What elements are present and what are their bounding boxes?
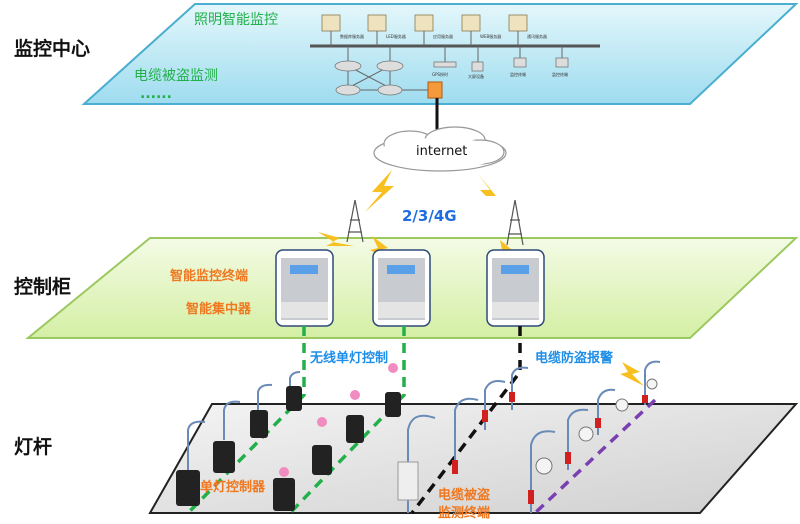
purple-link — [533, 398, 657, 515]
cable-terminal-label-1: 电缆被盗 — [438, 488, 491, 503]
lighting-monitor-label: 照明智能监控 — [194, 12, 278, 28]
more-label: ...... — [140, 86, 172, 102]
camera-icons — [535, 378, 658, 475]
field-platform — [148, 403, 799, 514]
street-poles — [187, 360, 661, 513]
device-label: 监控终端 — [510, 72, 526, 77]
cable-theft-terminal-icon — [397, 461, 419, 501]
server-label: 应用服务器 — [433, 34, 453, 39]
tier-label-pole: 灯杆 — [14, 436, 53, 458]
wireless-control-label: 无线单灯控制 — [310, 351, 389, 366]
device-label: GPS授时 — [432, 72, 449, 77]
cable-alarm-label: 电缆防盗报警 — [535, 351, 614, 366]
lotus-lamp-icons — [279, 363, 398, 477]
device-label: 大屏设备 — [468, 74, 484, 79]
cell-tower-icons — [346, 199, 524, 246]
internet-label: internet — [416, 144, 468, 159]
center-platform — [81, 3, 799, 105]
cable-monitor-label: 电缆被盗监测 — [134, 68, 218, 84]
cable-sensors — [452, 392, 648, 504]
server-label: 数据库服务器 — [340, 34, 364, 39]
server-network — [310, 14, 600, 99]
green-link-1 — [186, 326, 306, 515]
device-label: 监控终端 — [552, 72, 568, 77]
server-label: 通讯服务器 — [527, 34, 547, 39]
single-controller-label: 单灯控制器 — [200, 480, 266, 495]
single-light-controller-icons — [176, 386, 401, 511]
wireless-label: 2/3/4G — [402, 207, 457, 225]
server-label: LED服务器 — [386, 34, 406, 39]
controller-devices — [275, 249, 545, 327]
server-label: WEB服务器 — [480, 34, 502, 39]
firewall-icon — [427, 81, 443, 99]
tier-label-center: 监控中心 — [14, 38, 91, 60]
tier-label-cabinet: 控制柜 — [14, 276, 72, 298]
concentrator-label: 智能集中器 — [186, 302, 252, 317]
cable-terminal-label-2: 监测终端 — [438, 506, 491, 521]
terminal-label: 智能监控终端 — [170, 269, 249, 284]
